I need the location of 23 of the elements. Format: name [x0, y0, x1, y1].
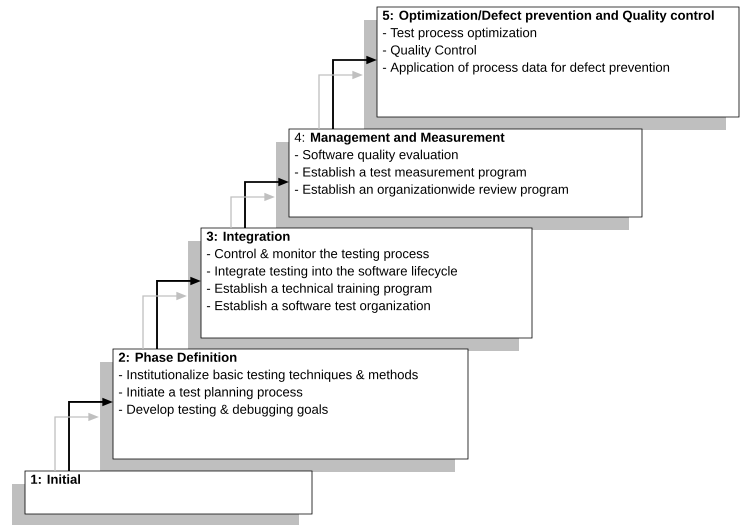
list-item: - Establish a technical training program	[206, 283, 432, 296]
list-item: - Quality Control	[382, 45, 476, 58]
step-box	[200, 228, 532, 338]
list-item: - Application of process data for defect prevention	[382, 62, 670, 75]
list-item: - Establish a software test organization	[206, 300, 430, 313]
step-box	[112, 348, 468, 460]
step-heading: 1: Initial	[31, 474, 80, 484]
step-heading: 3: Integration	[206, 231, 290, 244]
list-item: - Test process optimization	[382, 28, 536, 40]
list-item: - Establish a test measurement program	[294, 167, 526, 180]
step-box	[376, 6, 740, 118]
step-heading: 4: Management and Measurement	[294, 132, 504, 145]
list-item: - Establish an organizationwide review program	[294, 184, 568, 197]
step-box	[288, 128, 642, 218]
step-box	[24, 470, 312, 514]
step-heading: 2: Phase Definition	[118, 352, 236, 362]
step-heading: 5: Optimization/Defect prevention and Quality control	[382, 10, 714, 23]
list-item: - Integrate testing into the software lifecycle	[206, 266, 458, 278]
list-item: - Initiate a test planning process	[118, 387, 302, 400]
list-item: - Control & monitor the testing process	[206, 248, 429, 261]
list-item: - Institutionalize basic testing techniques & methods	[118, 370, 418, 382]
list-item: - Develop testing & debugging goals	[118, 404, 328, 416]
list-item: - Software quality evaluation	[294, 150, 458, 162]
